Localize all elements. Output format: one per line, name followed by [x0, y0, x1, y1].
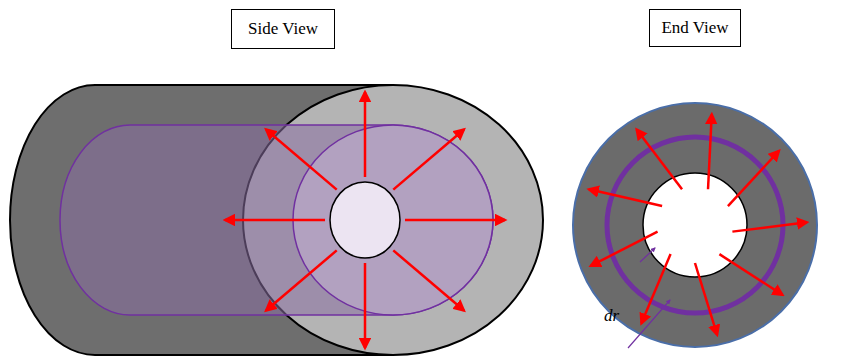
shell-ring	[607, 137, 783, 313]
view-title-box: Side View	[231, 9, 335, 49]
field-arrow	[719, 254, 782, 295]
field-arrow	[393, 250, 464, 310]
dimension-label: dr	[604, 306, 619, 326]
field-arrow	[266, 250, 337, 310]
field-arrows	[225, 92, 505, 348]
field-arrow	[728, 151, 779, 206]
bore-hole	[330, 182, 400, 258]
field-arrow	[364, 92, 367, 177]
field-arrow	[708, 114, 712, 189]
field-arrow	[364, 263, 367, 348]
field-arrow	[589, 189, 662, 206]
leader-line	[628, 300, 670, 348]
field-arrow	[637, 129, 682, 189]
view-title: End View	[661, 18, 728, 38]
field-arrow	[591, 232, 658, 266]
field-arrow	[695, 263, 717, 335]
field-arrows	[589, 114, 807, 335]
field-arrow	[732, 222, 807, 231]
field-arrow	[225, 219, 325, 222]
field-arrow	[641, 254, 670, 323]
field-arrow	[393, 129, 464, 189]
field-arrow	[266, 129, 337, 189]
view-title-box: End View	[649, 9, 740, 47]
view-title: Side View	[248, 19, 318, 39]
end-annulus	[573, 103, 817, 347]
field-arrow	[405, 219, 505, 222]
leader-line	[640, 248, 655, 262]
